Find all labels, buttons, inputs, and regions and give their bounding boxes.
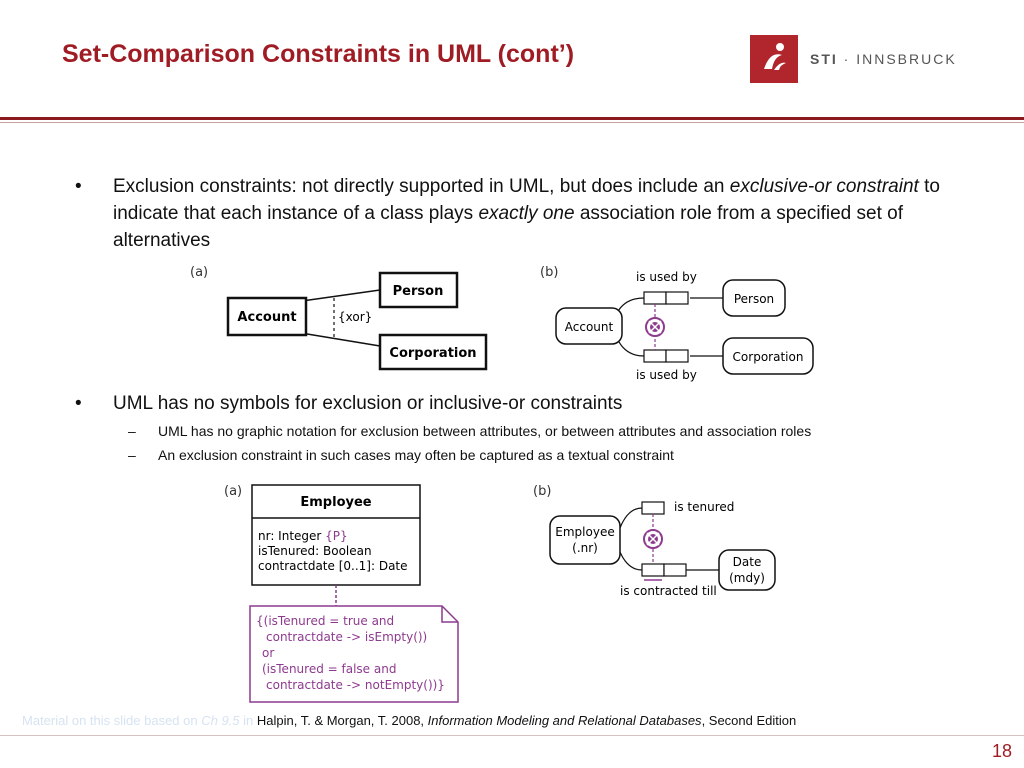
figure-label-a: (a) <box>224 484 242 499</box>
note-line: contractdate -> isEmpty()) <box>266 630 427 644</box>
attribute-istenured: isTenured: Boolean <box>258 544 372 558</box>
role-box <box>665 349 689 363</box>
bullet-italic: exactly one <box>478 203 575 224</box>
orm-employee-label: Employee <box>555 525 614 539</box>
note-line: (isTenured = false and <box>262 662 396 676</box>
assoc-line-person <box>294 289 381 303</box>
account-label: Account <box>237 310 296 325</box>
orm-employee-refmode: (.nr) <box>572 541 598 555</box>
orm-corporation <box>722 337 814 375</box>
footer-faint-ref: Ch 9.5 <box>201 713 240 728</box>
bullet-text: Exclusion constraints: not directly supp… <box>113 176 730 197</box>
footer-citation: Material on this slide based on Ch 9.5 i… <box>22 713 796 728</box>
note-line: {(isTenured = true and <box>256 614 394 628</box>
is-tenured-label: is tenured <box>674 500 734 514</box>
employee-class <box>251 484 421 586</box>
figure-textual-constraint: (a) Employee nr: Integer {P} isTenured: … <box>224 484 776 703</box>
bullet-dot: • <box>75 393 82 414</box>
footer-edition: , Second Edition <box>701 713 797 728</box>
xor-label: {xor} <box>338 310 372 324</box>
sub-bullet-dash: – <box>128 447 136 463</box>
role-box <box>643 291 667 305</box>
orm-date-label: Date <box>733 555 762 569</box>
role-box <box>665 291 689 305</box>
footer-faint-text: in <box>239 713 257 728</box>
attribute-nr: nr: Integer {P} <box>258 529 348 543</box>
logo-text: STI · INNSBRUCK <box>810 51 957 67</box>
used-by-top-label: is used by <box>636 270 697 284</box>
sub-bullet-text: UML has no graphic notation for exclusio… <box>158 423 812 439</box>
note-line: or <box>262 646 274 660</box>
orm-person-label: Person <box>734 292 774 306</box>
is-contracted-till-label: is contracted till <box>620 584 717 598</box>
orm-person <box>722 279 786 317</box>
header-rule <box>0 117 1024 120</box>
account-box <box>226 296 308 337</box>
corporation-label: Corporation <box>389 346 476 361</box>
role-box <box>641 563 665 577</box>
attribute-contractdate: contractdate [0..1]: Date <box>258 559 408 573</box>
orm-account-label: Account <box>565 320 614 334</box>
assoc-line-corporation <box>294 331 381 347</box>
person-box <box>378 271 459 309</box>
role-box <box>641 501 665 515</box>
sub-bullet-dash: – <box>128 423 136 439</box>
figure-xor-constraint: (a) Account Person Corporation {xor} (b)… <box>190 265 814 382</box>
bullet-dot: • <box>75 176 82 197</box>
figure-label-b: (b) <box>540 265 558 280</box>
used-by-bottom-label: is used by <box>636 368 697 382</box>
orm-account <box>555 307 623 345</box>
corporation-box <box>378 333 488 371</box>
person-label: Person <box>393 284 444 299</box>
sti-logo: STI · INNSBRUCK <box>750 34 957 84</box>
constraint-note <box>249 605 459 703</box>
bullet-no-symbols: • UML has no symbols for exclusion or in… <box>75 390 993 417</box>
bullet-text: to indicate that each instance of a clas… <box>113 176 940 224</box>
page-number: 18 <box>991 741 1012 761</box>
role-box <box>643 349 667 363</box>
slide-title: Set-Comparison Constraints in UML (cont’… <box>62 40 575 68</box>
orm-date <box>718 549 776 591</box>
note-line: contractdate -> notEmpty())} <box>266 678 445 692</box>
sub-bullet-text: An exclusion constraint in such cases ma… <box>158 447 674 463</box>
figure-label-a: (a) <box>190 265 208 280</box>
orm-date-refmode: (mdy) <box>729 571 765 585</box>
bullet-exclusion: • Exclusion constraints: not directly su… <box>75 173 993 254</box>
bullet-text: association role from a specified set of… <box>113 203 903 251</box>
orm-corporation-label: Corporation <box>733 350 804 364</box>
figure-label-b: (b) <box>533 484 551 499</box>
footer-authors: Halpin, T. & Morgan, T. 2008, <box>256 713 428 728</box>
orm-employee <box>549 515 621 565</box>
sub-bullet-graphic-notation: – UML has no graphic notation for exclus… <box>128 421 998 441</box>
footer-faint-text: Material on this slide based on <box>22 713 202 728</box>
footer-book-title: Information Modeling and Relational Data… <box>427 713 702 728</box>
bullet-text: UML has no symbols for exclusion or incl… <box>113 393 623 414</box>
sub-bullet-textual-constraint: – An exclusion constraint in such cases … <box>128 445 998 465</box>
sti-logo-icon <box>750 35 798 83</box>
employee-class-name: Employee <box>300 495 371 510</box>
bullet-italic: exclusive-or constraint <box>729 176 919 197</box>
header-rule-thin <box>0 122 1024 123</box>
footer-rule <box>0 735 1024 736</box>
role-box <box>663 563 687 577</box>
